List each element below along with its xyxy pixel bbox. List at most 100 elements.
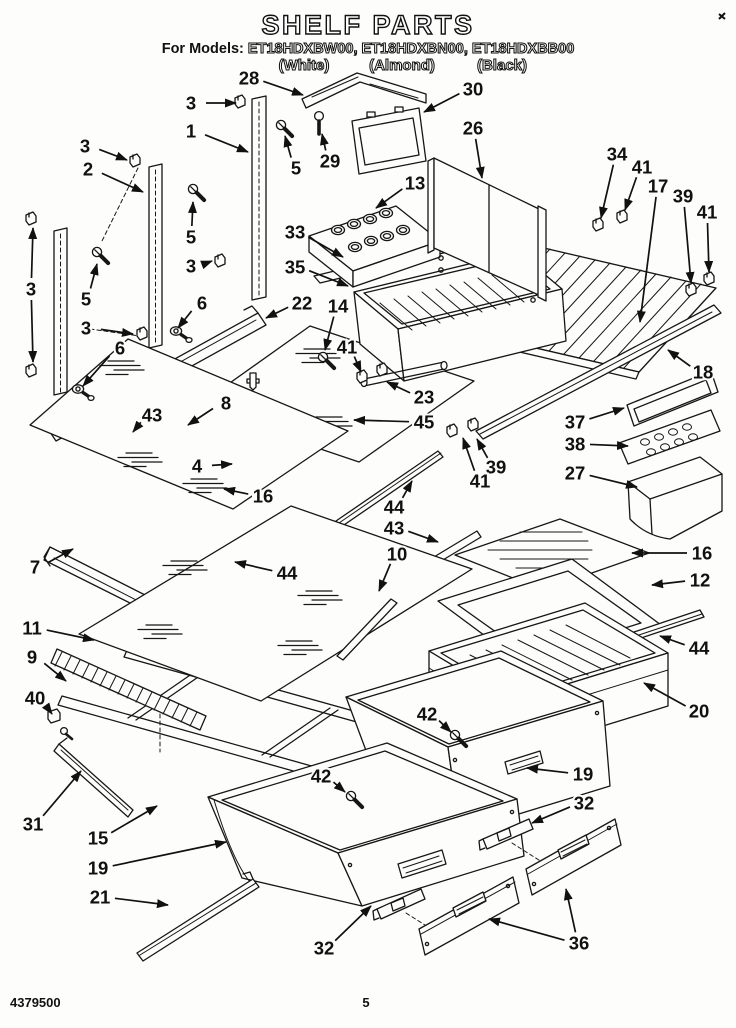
callout-label-3: 3	[80, 136, 90, 157]
callout-arrow-6	[177, 310, 193, 329]
callout-label-28: 28	[239, 68, 260, 89]
part-1-shelf-rail-left	[53, 227, 68, 396]
callout-arrow-30	[423, 92, 460, 113]
callout-label-38: 38	[565, 434, 586, 455]
part-19-drawer-left	[207, 742, 525, 907]
callout-arrow-3	[28, 227, 38, 279]
part-30-frame	[351, 106, 427, 175]
callout-label-43: 43	[142, 405, 163, 426]
part-36-drawer-panel-right	[525, 818, 622, 896]
callout-label-35: 35	[285, 257, 306, 278]
callout-label-12: 12	[690, 570, 711, 591]
callout-label-6: 6	[115, 338, 125, 359]
callout-arrow-33	[307, 236, 344, 258]
part-10-rail	[336, 598, 398, 661]
callout-label-9: 9	[27, 647, 37, 668]
callout-label-11: 11	[22, 618, 42, 639]
callout-arrow-3	[28, 299, 38, 363]
callout-arrow-41	[462, 437, 476, 472]
callout-arrow-3	[200, 260, 213, 270]
callout-label-41: 41	[470, 471, 491, 492]
callout-arrow-4	[211, 460, 233, 470]
callout-label-14: 14	[328, 296, 349, 317]
callout-label-21: 21	[90, 887, 111, 908]
callout-arrow-11	[46, 629, 95, 643]
callout-arrow-36	[563, 888, 577, 933]
callout-arrow-5	[187, 201, 197, 227]
part-31-rail	[53, 737, 134, 818]
part-9-frame-hatched	[50, 648, 207, 731]
callout-arrow-3	[98, 148, 128, 161]
callout-label-22: 22	[292, 293, 313, 314]
part-37-tray	[626, 370, 719, 427]
callout-arrow-35	[308, 269, 349, 287]
callout-label-27: 27	[565, 463, 586, 484]
callout-arrow-27	[589, 474, 638, 489]
callout-label-36: 36	[569, 933, 590, 954]
callout-label-5: 5	[186, 227, 196, 248]
page-number: 5	[362, 995, 369, 1010]
color-variant-white: (White)	[279, 57, 330, 74]
part-26-divider	[427, 157, 547, 303]
callout-label-19: 19	[88, 858, 109, 879]
callout-arrow-10	[378, 563, 392, 592]
callout-label-45: 45	[414, 412, 435, 433]
callout-label-44: 44	[277, 563, 298, 584]
callout-arrow-38	[589, 441, 629, 451]
callout-arrow-9	[43, 662, 67, 682]
callout-label-39: 39	[486, 457, 507, 478]
callout-arrow-19	[526, 764, 569, 774]
callout-label-41: 41	[337, 337, 358, 358]
callout-label-3: 3	[81, 318, 91, 339]
callout-arrow-44	[659, 635, 685, 646]
callout-label-3: 3	[186, 93, 196, 114]
callout-arrow-5	[89, 263, 99, 289]
callout-arrow-18	[667, 349, 691, 367]
callout-label-3: 3	[26, 279, 36, 300]
callout-label-44: 44	[689, 638, 710, 659]
callout-arrow-1	[204, 134, 249, 153]
callout-label-30: 30	[463, 79, 484, 100]
callout-arrow-34	[599, 164, 615, 219]
callout-label-10: 10	[387, 544, 408, 565]
callout-arrow-13	[375, 188, 403, 209]
color-variant-black: (Black)	[477, 57, 527, 74]
callout-label-40: 40	[25, 688, 46, 709]
callout-label-37: 37	[565, 412, 586, 433]
models-line: For Models: ET18HDXBW00, ET18HDXBN00, ET…	[162, 41, 575, 57]
callout-label-3: 3	[186, 256, 196, 277]
callout-label-17: 17	[648, 176, 669, 197]
callout-arrow-32	[531, 806, 571, 824]
part-28-trim	[301, 72, 427, 109]
callout-label-23: 23	[414, 387, 435, 408]
callout-arrow-44	[401, 480, 413, 499]
part-32-bracket-a	[478, 818, 543, 863]
callout-label-33: 33	[285, 222, 306, 243]
callout-arrow-43	[132, 420, 144, 433]
callout-arrow-45	[353, 415, 410, 425]
callout-arrow-31	[42, 770, 82, 817]
glass-shelf-large	[78, 505, 473, 702]
callout-arrow-20	[643, 682, 687, 707]
callout-arrow-44	[234, 560, 273, 572]
callout-arrow-8	[187, 407, 214, 426]
callout-label-31: 31	[23, 814, 44, 835]
callout-arrow-40	[41, 702, 53, 715]
callout-label-4: 4	[192, 456, 203, 477]
callout-label-5: 5	[291, 158, 301, 179]
callout-label-15: 15	[88, 828, 109, 849]
callout-label-32: 32	[314, 938, 335, 959]
part-32-bracket-b	[372, 888, 437, 933]
callout-arrow-41	[624, 176, 638, 211]
part-38-ice-tray	[618, 409, 721, 465]
callout-label-1: 1	[186, 121, 196, 142]
callout-arrow-17	[636, 196, 657, 323]
callout-arrow-21	[114, 897, 169, 909]
callout-label-18: 18	[693, 362, 714, 383]
callout-arrow-5	[283, 135, 293, 158]
callout-label-2: 2	[83, 159, 93, 180]
callout-arrow-15	[110, 805, 158, 834]
